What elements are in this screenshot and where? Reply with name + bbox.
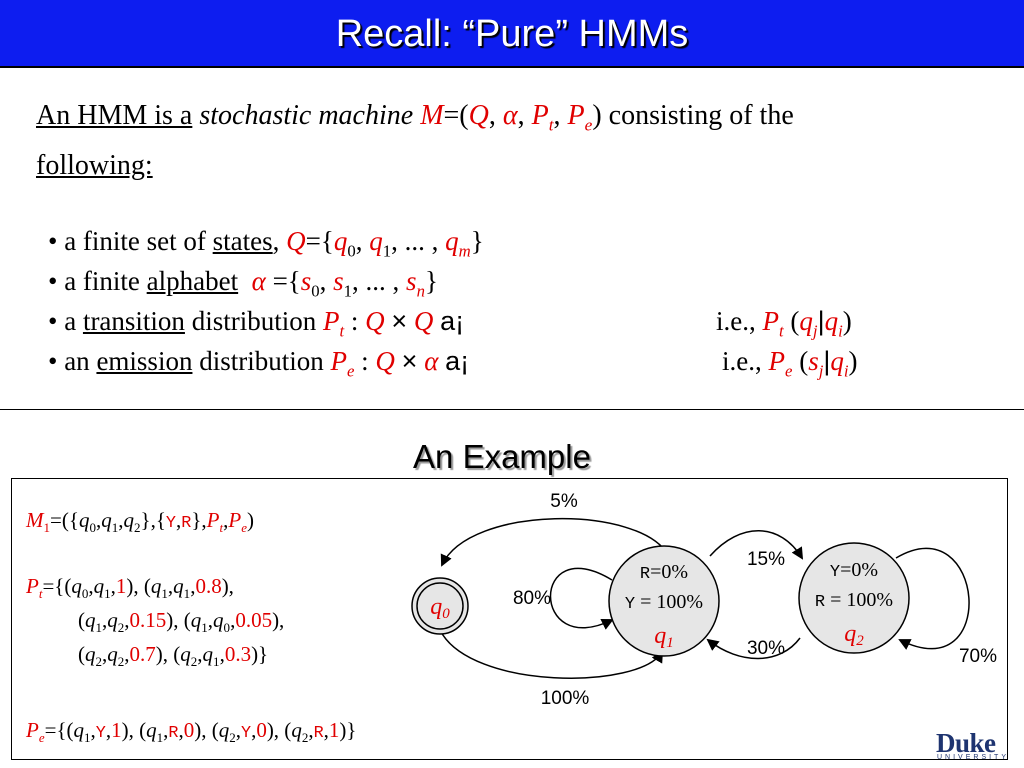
edge-q1-q2 [709,530,804,560]
bullet-emission-pre: • an [48,346,90,376]
slide-title: Recall: “Pure” HMMs [335,13,689,55]
bullet-alphabet-word: alphabet [146,266,239,296]
bullet-emission-word: emission [96,346,193,376]
bullet-states-word: states [212,226,273,256]
intro-text-3: consisting of the [608,100,794,131]
intro-paragraph: An HMM is a stochastic machine M=(Q, α, … [36,96,986,186]
def-pt-3: (q2,q2,0.7), (q2,q1,0.3)} [78,642,269,670]
state-q2 [798,542,910,654]
bullet-transition-pre: • a [48,306,77,336]
bullet-emission-post: distribution [199,346,324,376]
edge-q2-q2 [895,547,970,650]
ie-emission: i.e., Pe (sj|qi) [722,346,858,381]
def-pe: Pe={(q1,Y,1), (q1,R,0), (q2,Y,0), (q2,R,… [26,718,357,746]
ie-transition: i.e., Pt (qj|qi) [716,306,852,341]
q2-emission-r: R = 100% [815,589,893,612]
glyph-arrow-2: a¡ [445,346,470,376]
edge-label-80pct: 80% [513,588,551,609]
example-title: An Example [413,438,591,475]
state-q1 [608,545,720,657]
edge-q0-q1 [439,629,664,679]
title-bar: Recall: “Pure” HMMs [0,0,1024,68]
q1-emission-y: Y = 100% [625,591,703,614]
duke-logo: Duke [936,728,996,758]
intro-text-1: An HMM is a [36,100,193,131]
edge-label-30pct: 30% [747,638,785,659]
def-pt-2: (q1,q2,0.15), (q1,q0,0.05), [78,608,285,636]
q2-emission-y: Y=0% [830,559,878,582]
edge-q2-q1 [706,637,801,660]
bullet-transition: • a transition distribution Pt : Q × Q a… [48,306,465,341]
duke-logo-sub: UNIVERSITY [937,754,1010,761]
bullet-states-pre: • a finite set of [48,226,206,256]
edge-label-70pct: 70% [959,646,997,667]
edge-q1-q0 [440,518,669,567]
q1-emission-r: R=0% [640,561,688,584]
bullet-emission: • an emission distribution Pe : Q × α a¡ [48,346,470,381]
bullet-transition-post: distribution [191,306,317,336]
def-machine: M1=({q0,q1,q2},{Y,R},Pt,Pe) [26,508,254,536]
def-pt-1: Pt={(q0,q1,1), (q1,q1,0.8), [26,574,234,602]
example-box [11,478,1008,760]
ie-emission-label: i.e., [722,346,762,376]
state-q0-inner [416,582,464,630]
intro-text-2: stochastic machine [199,100,414,131]
bullet-transition-word: transition [82,306,185,336]
bullet-states: • a finite set of states, Q={q0, q1, ...… [48,226,484,261]
ie-transition-label: i.e., [716,306,756,336]
machine-tuple: M=(Q, α, Pt, Pe) [420,100,602,135]
bullet-alphabet-pre: • a finite [48,266,140,296]
intro-text-4: following: [36,149,153,181]
edge-label-5pct: 5% [550,491,578,512]
edge-label-100pct: 100% [541,688,590,709]
glyph-arrow-1: a¡ [440,306,465,336]
divider-line [0,409,1024,410]
edge-label-15pct: 15% [747,549,785,570]
bullet-alphabet: • a finite alphabet α ={s0, s1, ... , sn… [48,266,438,301]
state-q0 [411,577,469,635]
edge-q1-q1 [549,567,614,630]
